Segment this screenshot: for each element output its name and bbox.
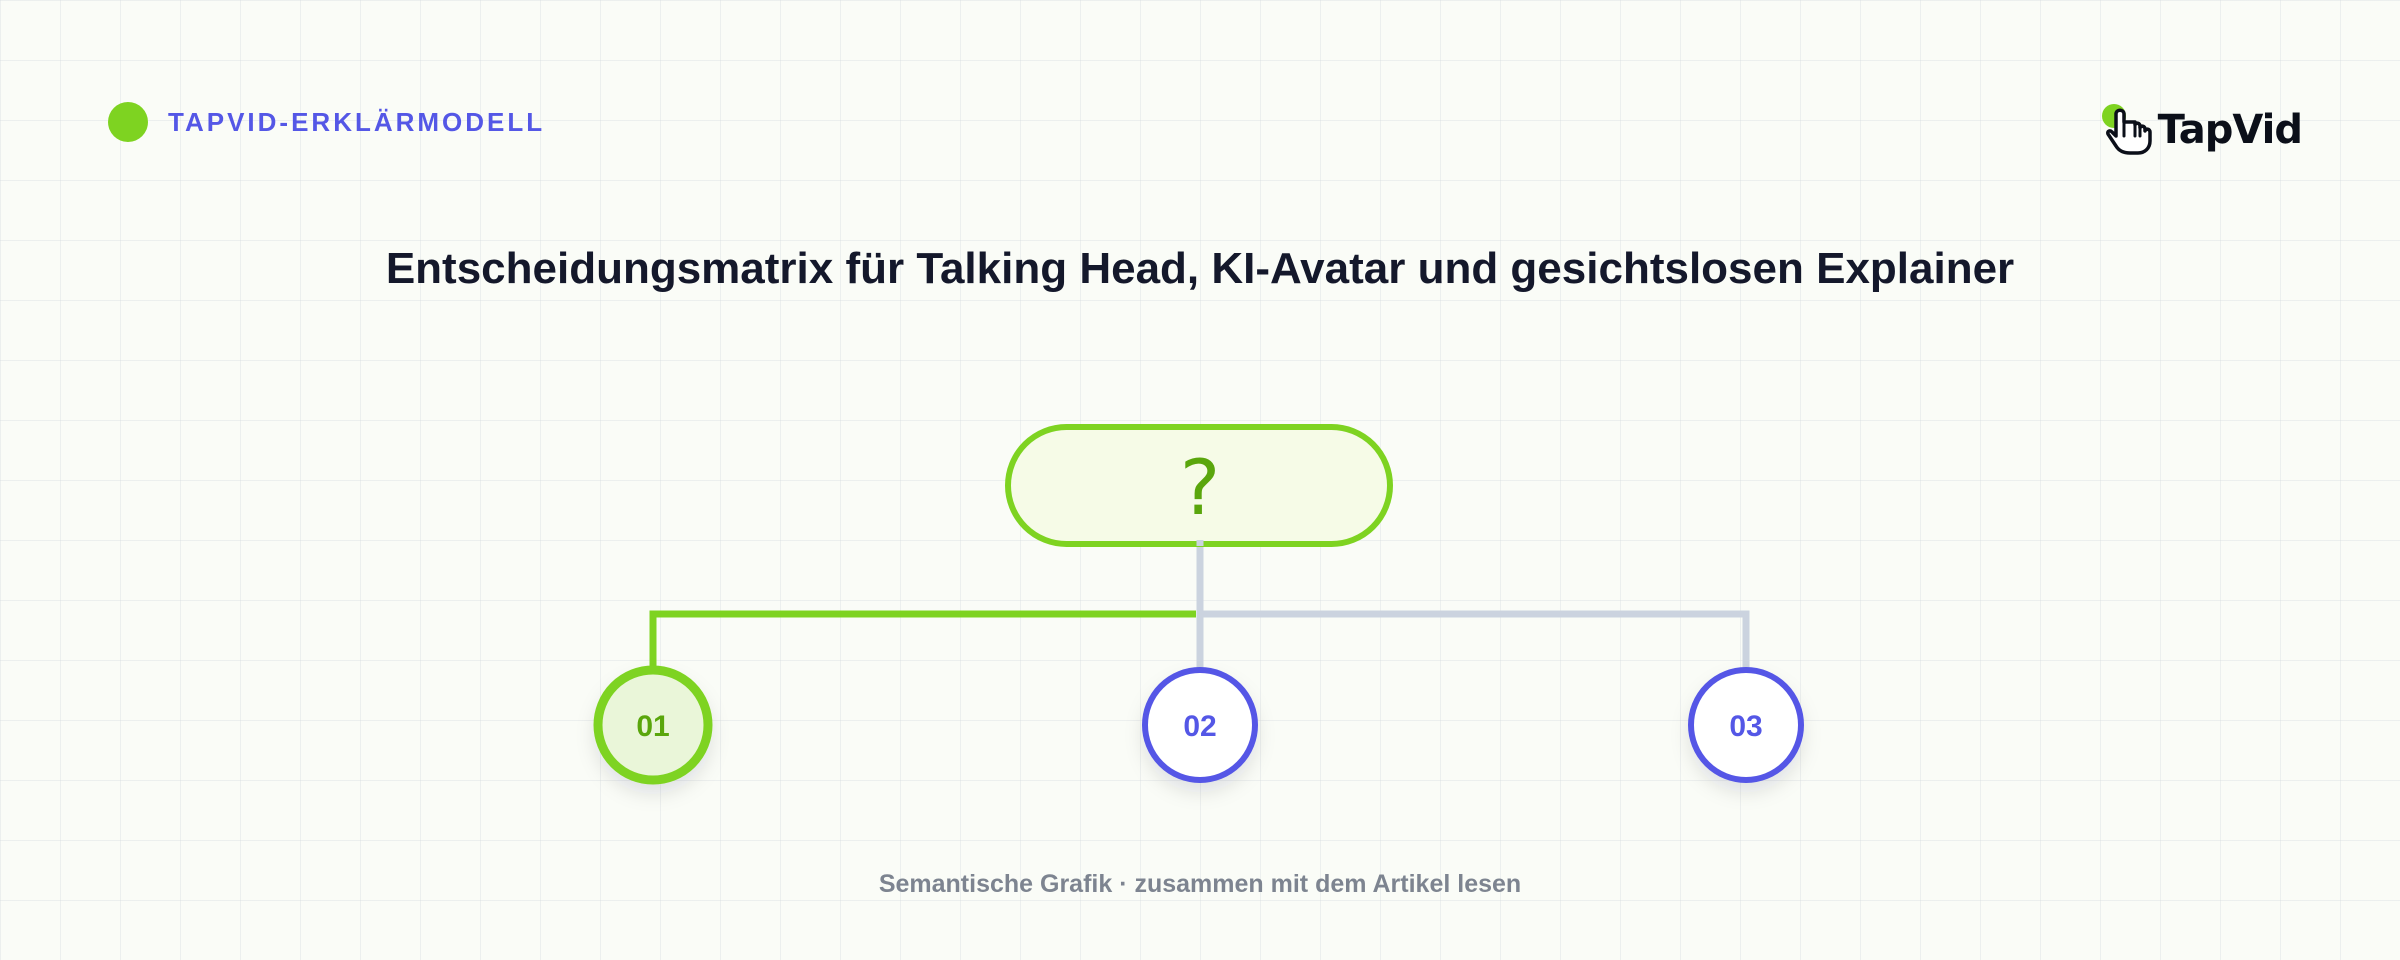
brand-tag-label: TAPVID-ERKLÄRMODELL [168, 106, 546, 137]
option-node-02-label: 02 [1183, 710, 1216, 743]
connector-to-03 [1196, 540, 1750, 668]
brand-dot-icon [108, 102, 148, 142]
option-node-02 [1142, 667, 1258, 783]
tapvid-logo: TapVid [2100, 100, 2303, 160]
brand-tag: TAPVID-ERKLÄRMODELL [108, 102, 545, 142]
logo-text: TapVid [2157, 107, 2303, 153]
root-question-mark: ? [1180, 443, 1220, 532]
option-node-03 [1688, 667, 1804, 783]
option-node-01-label: 01 [636, 710, 669, 743]
root-node: ? [1005, 424, 1393, 547]
pointer-hand-icon [2101, 104, 2152, 155]
page-title: Entscheidungsmatrix für Talking Head, KI… [385, 244, 2015, 293]
option-node-03-label: 03 [1729, 710, 1762, 743]
footer-note: Semantische Grafik · zusammen mit dem Ar… [878, 870, 1522, 898]
connector-to-01 [649, 610, 1196, 668]
option-node-01 [593, 665, 713, 785]
